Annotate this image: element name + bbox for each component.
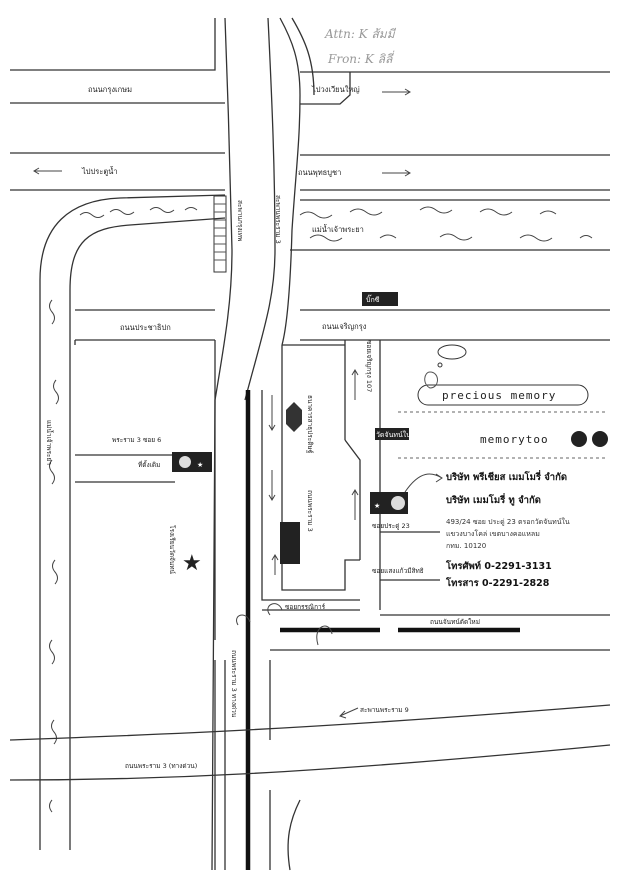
road-label-rama3-bridge: สะพานพระราม 3 [274,195,282,244]
road-label-soi-kanit: ซอยกรรณิการ์ [285,603,326,611]
road-label-pracha-thipok: ถนนประชาธิปก [120,323,171,332]
chan-tai-badge [375,428,409,440]
road-label-sathorn: สะพานพระราม 9 [360,706,409,714]
road-label-pong: ถนนพระราม 3 ทางด่วน [230,650,238,718]
road-label-krung-kasem: ถนนกรุงเกษม [88,85,132,94]
svg-text:precious memory: precious memory [442,389,556,402]
roads-left [75,309,215,483]
big-c-label: บิ๊กซี [366,294,380,304]
road-bottom-curve [9,649,611,781]
river-label: แม่น้ำเจ้าพระยา [312,224,364,234]
road-label-soi-rama3: พระราม 3 ซอย 6 [112,436,161,444]
office-pointer-arrow [404,473,443,493]
temple-label: โรงเรียนวัดจันทน์ [168,525,176,575]
river [39,194,610,850]
road-label-chan-tatmai: ถนนจันทน์ตัดใหม่ [430,618,480,626]
road-label-wongwian: ไปวงเวียนใหญ่ [311,85,360,94]
moved-label: ที่ตั้งเดิม [138,460,160,469]
center-block [261,344,361,611]
arrow-left-pratu [33,167,62,175]
company-name-2: บริษัท เมมโมรี่ ทู จำกัด [446,492,541,507]
road-label-nak: ถนนพุทธบูชา [298,168,341,177]
svg-text:★: ★ [374,502,380,510]
company-tel: โทรศัพท์ 0-2291-3131 [445,560,552,572]
river-label-vertical: แม่น้ำเจ้าพระยา [45,420,54,465]
road-label-soi-saeng: ซอยแสงแก้วมีสิทธิ [372,567,424,575]
uturn-arrows [236,603,333,646]
main-highway [211,17,315,871]
handwritten-from: Fron: K ลิลี่ [327,50,394,66]
chan-tai-label: วัดจันทน์ใน [376,430,411,439]
road-second [10,152,610,191]
roads-right [300,309,610,610]
svg-text:memorytoo: memorytoo [480,433,549,446]
temple-star-icon: ★ [182,551,202,576]
road-label-soi-charoen: ซอยเจริญกรุง 107 [365,340,373,392]
old-location-marker: ★ [172,452,212,472]
warehouse-label: ธนาคารสาธุประดิษฐ์ [306,395,314,454]
road-label-rama3-upper: ถนนพระราม 3 [306,490,314,532]
company-address-2: แขวงบางโคล่ เขตบางคอแหลม [446,529,540,538]
arrow-sathorn [339,707,359,719]
bridge-ramp [213,195,227,273]
company-address-3: กทม. 10120 [446,542,486,550]
company-fax: โทรสาร 0-2291-2828 [445,577,550,589]
memorytoo-logo: memorytoo [480,431,608,447]
company-name-1: บริษัท พรีเชียส เมมโมรี่ จำกัด [446,469,567,483]
arrow-right-nak [382,169,411,177]
road-label-pratu: ไปประตูน้ำ [81,166,118,176]
road-label-rama3-lower: ถนนพระราม 3 (ทางด่วน) [125,762,197,770]
road-top [10,18,610,105]
handwritten-attn: Attn: K ส้มมี [324,27,397,41]
roads-lower-left [74,340,226,870]
svg-text:★: ★ [197,461,203,469]
big-c-badge [362,292,398,306]
office-marker: ★ [370,492,408,514]
road-label-charoen-krung: ถนนเจริญกรุง [322,322,367,331]
rama3-heavy [245,390,520,870]
precious-memory-logo: precious memory [417,344,589,406]
bottom-block [269,790,301,871]
warehouse-hexagon [286,402,302,432]
company-address-1: 493/24 ซอย ประดู่ 23 ตรอกวัดจันทน์ใน [446,517,570,526]
arrow-right-wongwian [382,88,411,96]
bridge-label: สะพานกรุงเทพ [236,200,244,241]
road-label-soi-pradu: ซอยประดู่ 23 [372,522,410,530]
rama3-square-marker [280,522,300,564]
